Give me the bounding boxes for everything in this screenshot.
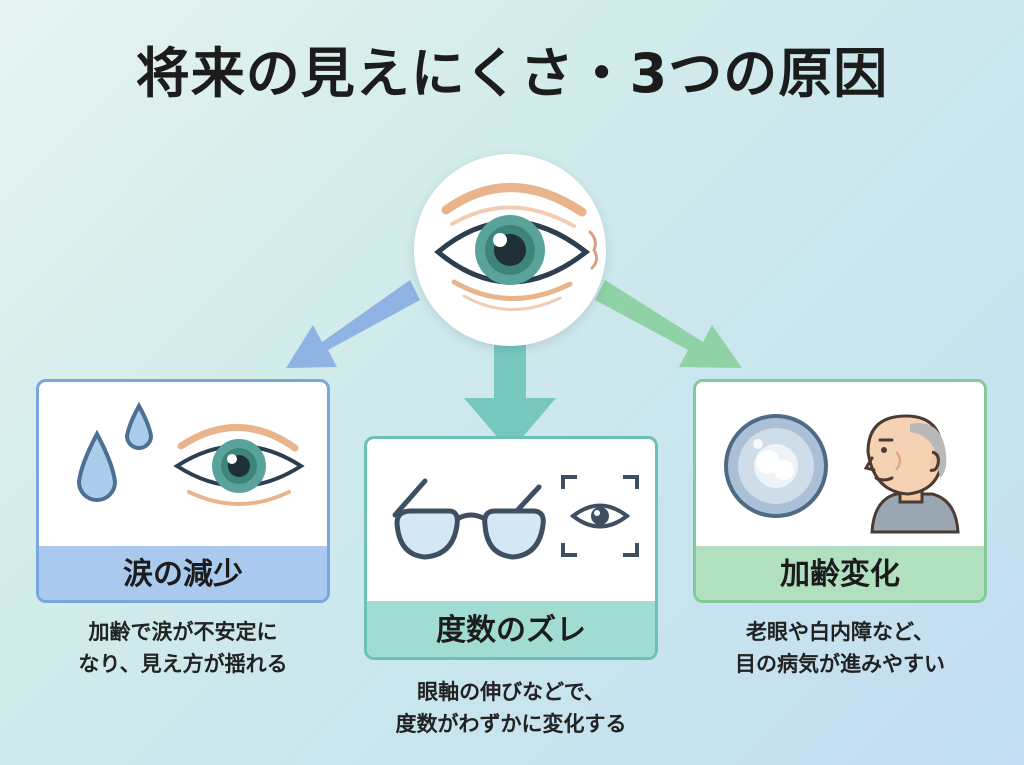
- cause-label: 加齢変化: [696, 546, 984, 600]
- description-line: 眼軸の伸びなどで、: [417, 680, 605, 704]
- cause-description-power: 眼軸の伸びなどで、 度数がわずかに変化する: [364, 676, 658, 740]
- cause-label: 度数のズレ: [367, 601, 655, 657]
- arrow-right: [595, 280, 742, 368]
- arrow-down: [464, 345, 556, 452]
- tear-drops-icon: [76, 401, 154, 502]
- description-line: なり、見え方が揺れる: [78, 652, 288, 676]
- description-line: 度数がわずかに変化する: [395, 712, 627, 736]
- description-line: 老眼や白内障など、: [746, 620, 934, 644]
- aging-eye-icon: [434, 183, 599, 311]
- cause-description-tears: 加齢で涙が不安定に なり、見え方が揺れる: [36, 616, 330, 680]
- cause-card-tears: 涙の減少: [36, 379, 330, 603]
- cause-label: 涙の減少: [39, 546, 327, 600]
- cause-card-power: 度数のズレ: [364, 436, 658, 660]
- eye-icon: [173, 424, 305, 506]
- cause-description-aging: 老眼や白内障など、 目の病気が進みやすい: [693, 616, 987, 680]
- description-line: 目の病気が進みやすい: [735, 652, 945, 676]
- elderly-man-icon: [863, 414, 960, 534]
- cause-card-aging: 加齢変化: [693, 379, 987, 603]
- eyeglasses-icon: [392, 478, 546, 560]
- description-line: 加齢で涙が不安定に: [88, 620, 278, 644]
- arrow-left: [286, 280, 420, 368]
- eye-scan-icon: [561, 475, 639, 557]
- page-title: 将来の見えにくさ・3つの原因: [135, 42, 889, 105]
- center-eye-badge: [414, 154, 606, 346]
- cloudy-lens-icon: [724, 414, 828, 518]
